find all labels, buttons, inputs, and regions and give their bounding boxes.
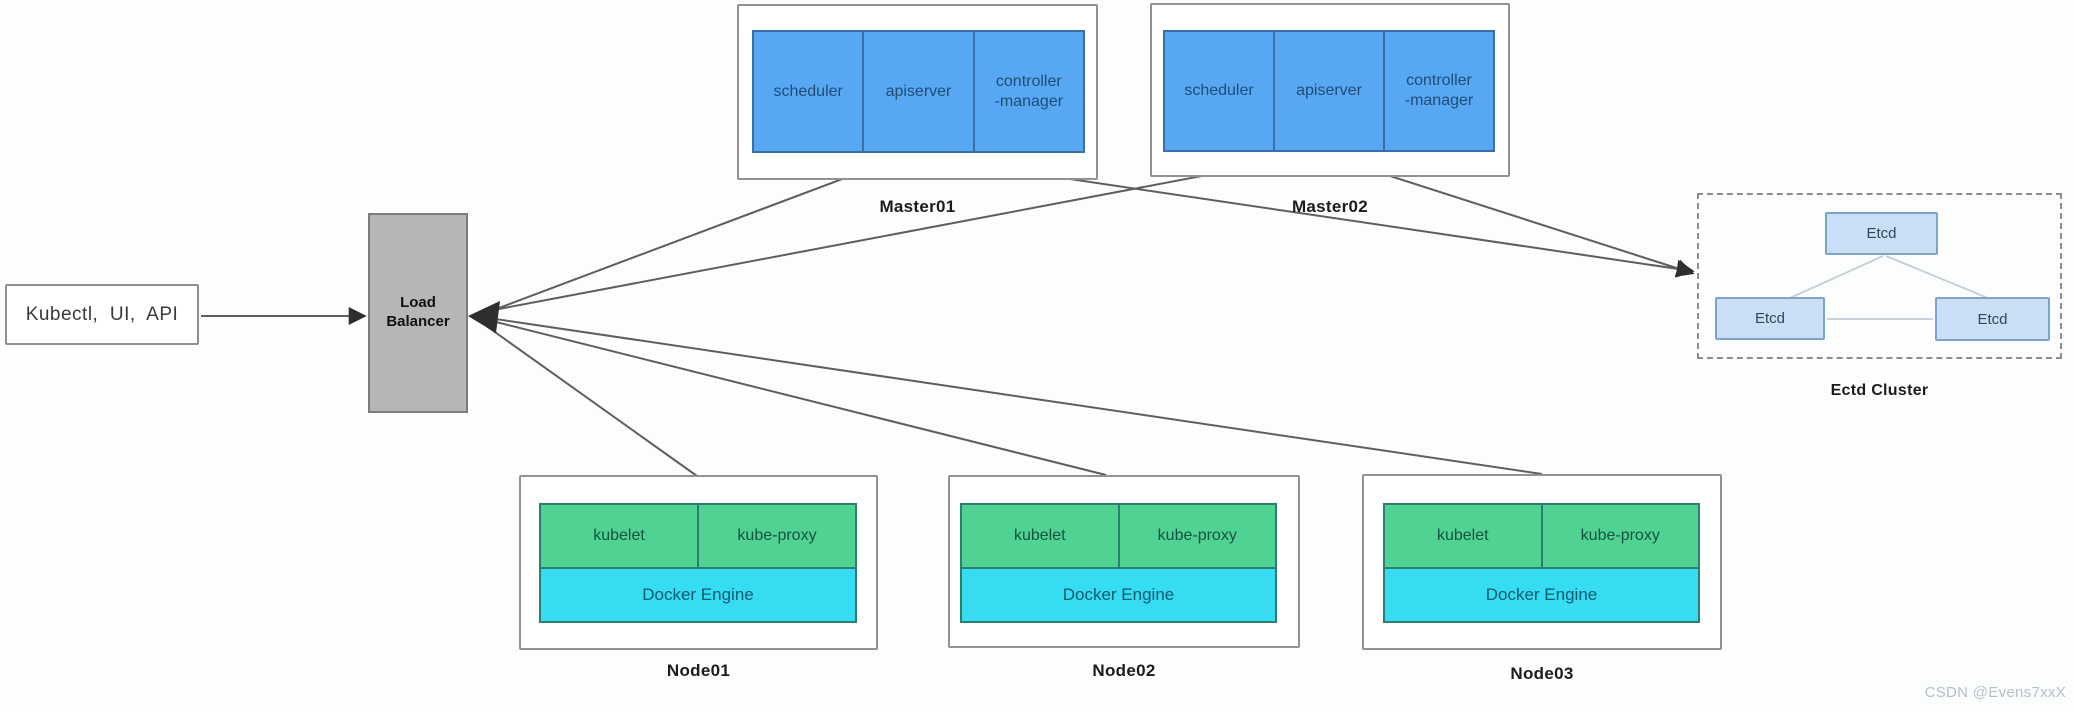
kubectl-box: Kubectl, UI, API xyxy=(5,284,199,345)
node01-caption: Node01 xyxy=(666,661,731,680)
arrow-loadbalancer-to-master02 xyxy=(482,148,1321,313)
node03-caption: Node03 xyxy=(1510,664,1574,683)
kubectl-label: Kubectl, UI, API xyxy=(25,303,179,325)
arrowhead-into-loadbalancer xyxy=(468,301,500,333)
node01-kubelet: kubelet xyxy=(541,505,697,567)
etcd-node-top: Etcd xyxy=(1825,212,1938,255)
line-etcd-top-left xyxy=(1789,255,1884,299)
arrow-loadbalancer-to-master01 xyxy=(482,151,909,315)
master02-controller-manager: controller -manager xyxy=(1383,32,1493,150)
master01-scheduler: scheduler xyxy=(773,82,843,100)
node03-agents-row: kubelet kube-proxy xyxy=(1385,505,1698,567)
etcd-node-left: Etcd xyxy=(1715,297,1825,340)
node01-components: kubelet kube-proxy Docker Engine xyxy=(539,503,857,623)
node01-docker-engine: Docker Engine xyxy=(541,567,855,621)
node01-agents-row: kubelet kube-proxy xyxy=(541,505,855,567)
node02-caption: Node02 xyxy=(1092,661,1156,680)
master01-controller-manager: controller -manager xyxy=(972,32,1083,151)
node02-agents-row: kubelet kube-proxy xyxy=(962,505,1275,567)
line-node02-to-loadbalancer xyxy=(479,317,1107,476)
csdn-watermark: CSDN @Evens7xxX xyxy=(1924,684,2066,701)
load-balancer-box: Load Balancer xyxy=(368,213,468,413)
node01-kube-proxy: kube-proxy xyxy=(697,505,855,567)
master02-apiserver: apiserver xyxy=(1273,32,1383,150)
node03-kube-proxy: kube-proxy xyxy=(1540,505,1698,567)
line-node03-to-loadbalancer xyxy=(481,316,1543,475)
line-node01-to-loadbalancer xyxy=(477,319,698,477)
node02-components: kubelet kube-proxy Docker Engine xyxy=(960,503,1277,623)
master02-components: scheduler apiserver controller -manager xyxy=(1163,30,1495,152)
master02-scheduler: scheduler xyxy=(1184,82,1254,99)
etcd-cluster-caption: Ectd Cluster xyxy=(1830,382,1929,399)
master01-apiserver: apiserver xyxy=(862,32,972,151)
etcd-node-right: Etcd xyxy=(1935,297,2050,341)
master01-components: scheduler apiserver controller -manager xyxy=(752,30,1085,153)
master01-caption: Master01 xyxy=(879,197,956,216)
master02-caption: Master02 xyxy=(1291,197,1369,216)
node03-kubelet: kubelet xyxy=(1385,505,1541,567)
node02-docker-engine: Docker Engine xyxy=(962,567,1275,621)
node02-kubelet: kubelet xyxy=(962,505,1118,567)
line-etcd-top-right xyxy=(1885,255,1989,299)
node03-docker-engine: Docker Engine xyxy=(1385,567,1698,621)
etcd-cluster-box xyxy=(1697,193,2062,359)
load-balancer-label: Load Balancer xyxy=(386,294,450,330)
node02-kube-proxy: kube-proxy xyxy=(1117,505,1275,567)
node03-components: kubelet kube-proxy Docker Engine xyxy=(1383,503,1700,623)
